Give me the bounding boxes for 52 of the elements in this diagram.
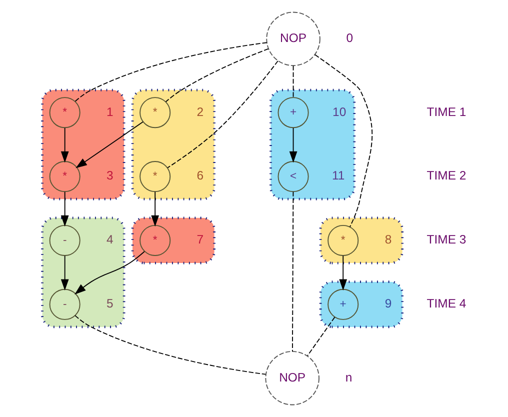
node-circle: NOP xyxy=(266,12,320,66)
node-label: 7 xyxy=(196,232,204,247)
node-circle: - xyxy=(48,288,80,320)
connector xyxy=(314,54,372,228)
arrow xyxy=(60,191,68,227)
node-circle: - xyxy=(48,224,80,256)
cluster xyxy=(40,88,125,200)
connector xyxy=(74,315,266,375)
cluster xyxy=(130,216,215,264)
connector xyxy=(164,48,268,102)
cluster xyxy=(318,216,403,264)
node-circle: + xyxy=(277,97,308,128)
label: TIME 4 xyxy=(426,296,466,311)
node-label: 3 xyxy=(106,168,113,183)
node-circle: * xyxy=(139,161,170,192)
node-circle: * xyxy=(139,97,170,128)
arrow xyxy=(74,251,144,294)
node-circle: * xyxy=(48,97,80,128)
connector xyxy=(291,191,294,352)
node-circle: * xyxy=(48,161,80,192)
node-label: 5 xyxy=(106,296,113,311)
node-label: 0 xyxy=(346,31,353,46)
node-circle: < xyxy=(277,161,308,192)
node-label: 2 xyxy=(196,104,204,119)
cluster xyxy=(130,88,215,200)
node-label: 8 xyxy=(384,232,392,247)
cluster xyxy=(40,216,125,328)
node-label: 11 xyxy=(332,168,344,183)
label: TIME 2 xyxy=(426,168,466,183)
node-label: 9 xyxy=(384,296,392,311)
node-circle: NOP xyxy=(264,350,319,406)
connector xyxy=(306,316,335,356)
node-label: 6 xyxy=(196,168,204,183)
label: TIME 3 xyxy=(426,232,466,247)
node-label: 10 xyxy=(332,104,346,119)
connector xyxy=(292,65,294,98)
connector xyxy=(166,60,278,168)
node-circle: + xyxy=(327,288,358,320)
node-circle: * xyxy=(327,224,358,256)
connector xyxy=(74,42,267,102)
arrow xyxy=(338,255,347,291)
node-label: n xyxy=(344,370,352,384)
node-label: 1 xyxy=(106,104,113,119)
cluster xyxy=(269,88,356,200)
node-circle: * xyxy=(139,224,170,256)
arrow xyxy=(150,191,159,227)
label: TIME 1 xyxy=(426,104,466,119)
arrow xyxy=(288,127,297,163)
node-label: 4 xyxy=(106,232,113,247)
arrow xyxy=(60,255,68,291)
cluster xyxy=(318,280,403,328)
arrow xyxy=(60,127,68,163)
